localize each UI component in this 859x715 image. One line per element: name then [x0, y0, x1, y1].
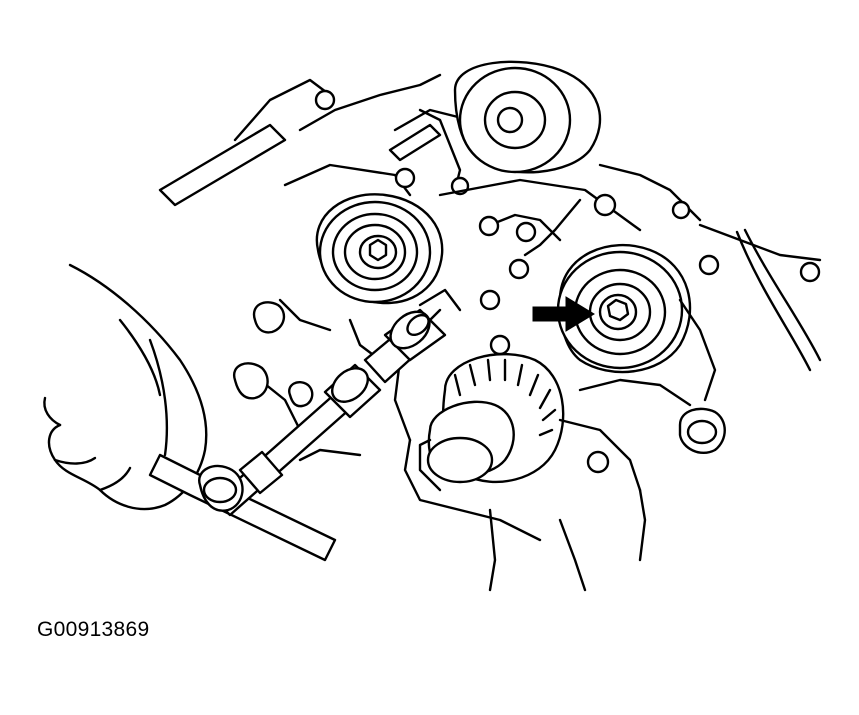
hand — [43, 263, 208, 511]
wrench-tool — [148, 288, 462, 562]
arrow-right-icon — [532, 296, 595, 332]
top-pulley — [453, 60, 602, 174]
crankshaft-gear — [418, 352, 565, 492]
tensioner-pulley — [556, 243, 692, 374]
figure-code: G00913869 — [37, 618, 150, 641]
engine-block — [158, 73, 822, 372]
idler-pulley — [315, 193, 444, 305]
